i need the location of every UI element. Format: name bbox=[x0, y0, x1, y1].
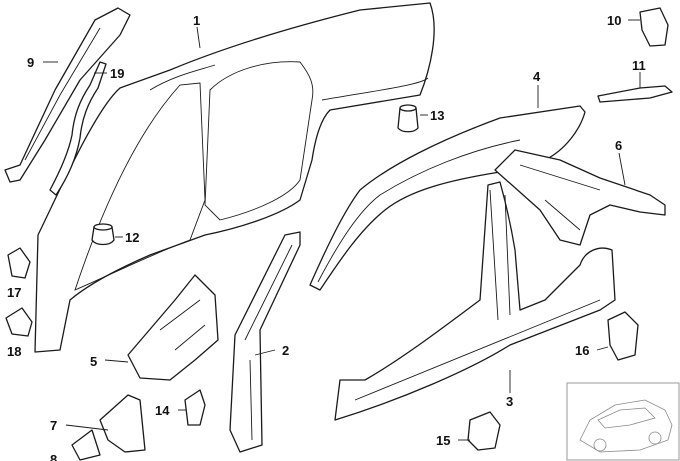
a-pillar-upper[interactable] bbox=[4, 7, 131, 183]
small-bracket[interactable] bbox=[71, 429, 101, 461]
callout-4: 4 bbox=[533, 69, 541, 84]
grommet-13[interactable] bbox=[397, 104, 419, 133]
callout-9: 9 bbox=[27, 55, 34, 70]
callout-1: 1 bbox=[193, 13, 200, 28]
b-pillar-reinforcement[interactable] bbox=[229, 231, 301, 453]
callout-5: 5 bbox=[90, 354, 97, 369]
callout-8: 8 bbox=[50, 452, 57, 461]
callout-18: 18 bbox=[7, 344, 21, 359]
callout-6: 6 bbox=[615, 138, 622, 153]
callout-11: 11 bbox=[632, 58, 646, 73]
cable-hose[interactable] bbox=[49, 61, 107, 196]
callout-16: 16 bbox=[575, 343, 589, 358]
callout-12: 12 bbox=[125, 230, 139, 245]
callout-2: 2 bbox=[282, 343, 289, 358]
callout-14: 14 bbox=[155, 403, 170, 418]
a-pillar-bracket[interactable] bbox=[127, 274, 219, 381]
callout-10: 10 bbox=[607, 13, 621, 28]
rocker-panel-assembly[interactable] bbox=[334, 181, 616, 421]
rear-bracket-plate[interactable] bbox=[607, 311, 639, 361]
sill-end-cap[interactable] bbox=[467, 411, 501, 451]
lower-front-bracket[interactable] bbox=[99, 394, 146, 453]
callout-15: 15 bbox=[436, 433, 450, 448]
callout-17: 17 bbox=[7, 285, 21, 300]
reference-car-thumbnail bbox=[566, 382, 680, 461]
corner-gusset[interactable] bbox=[639, 7, 669, 47]
callout-labels: 1 2 3 4 5 6 7 8 9 10 11 12 13 14 15 16 1… bbox=[7, 13, 646, 461]
b-pillar-foot-bracket[interactable] bbox=[184, 389, 206, 426]
trim-strip[interactable] bbox=[597, 85, 673, 103]
callout-19: 19 bbox=[110, 66, 124, 81]
leader-lines bbox=[43, 19, 641, 441]
rear-bracket[interactable] bbox=[494, 149, 666, 246]
clip-18[interactable] bbox=[5, 307, 33, 337]
clip-17[interactable] bbox=[7, 247, 31, 279]
callout-7: 7 bbox=[50, 418, 57, 433]
callout-13: 13 bbox=[430, 108, 444, 123]
grommet-12[interactable] bbox=[91, 223, 115, 246]
callout-3: 3 bbox=[506, 394, 513, 409]
